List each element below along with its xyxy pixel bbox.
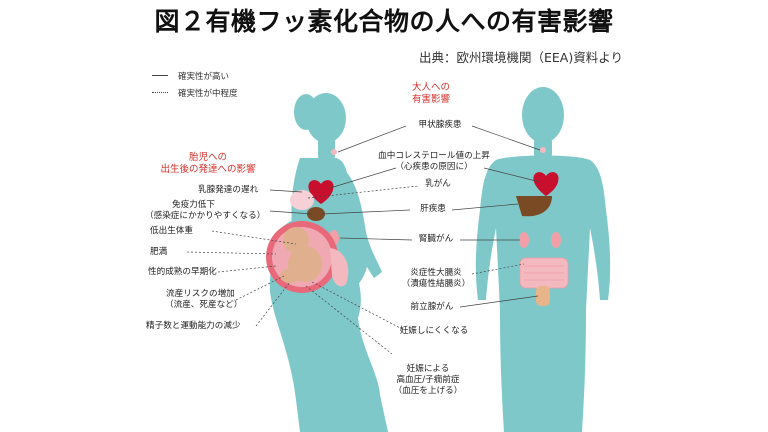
female-liver: [307, 207, 325, 221]
effect-sperm-decline: 精子数と運動能力の減少: [146, 321, 241, 331]
adult-heading-line1: 大人への: [411, 82, 450, 93]
male-heart: [533, 172, 559, 196]
effect-prostate-cancer: 前立腺がん: [410, 302, 454, 312]
female-neck: [318, 138, 335, 160]
source-note: 出典：欧州環境機関（EEA)資料より: [419, 50, 623, 65]
diagram-title: 図２有機フッ素化合物の人への有害影響: [154, 7, 614, 36]
connector-breast-cancer: [307, 185, 419, 199]
effect-liver-disease: 肝疾患: [420, 204, 446, 214]
connector-breast-dev: [269, 189, 303, 193]
effect-fertility-decline: 妊娠しにくくなる: [399, 326, 469, 336]
effect-obesity: 肥満: [150, 247, 168, 257]
female-intestine: [330, 248, 349, 287]
connector-prostate: [459, 295, 539, 308]
female-heart: [308, 180, 334, 204]
effect-immunity-note: （感染症にかかりやすくなる）: [145, 211, 266, 221]
connector-thyroid-m: [471, 125, 541, 151]
effect-pregnancy-label: 妊娠による: [406, 364, 450, 374]
effect-breast-development: 乳腺発達の遅れ: [198, 185, 259, 195]
connector-fertility: [311, 281, 405, 331]
connector-obesity: [186, 251, 277, 255]
connector-thyroid-f: [337, 125, 407, 153]
connector-colitis: [471, 263, 525, 275]
male-prostate: [536, 286, 550, 306]
effect-low-birth-weight: 低出生体重: [150, 226, 193, 236]
effect-miscarriage-risk: 流産リスクの増加: [166, 289, 235, 299]
fetus: [280, 227, 322, 283]
effect-colitis-note: （潰瘍性結腸炎）: [401, 279, 471, 289]
connector-liver-f: [321, 209, 411, 215]
connector-chol-f: [329, 167, 397, 189]
female-arm-right: [340, 170, 382, 278]
effect-immunity-decline: 免疫力低下: [172, 200, 215, 210]
connector-kidney-f: [339, 237, 413, 241]
connector-miscarriage: [235, 275, 285, 301]
effect-thyroid-disease: 甲状腺疾患: [418, 120, 462, 130]
legend-solid-line: [152, 75, 168, 76]
connector-sperm: [255, 281, 291, 327]
male-thyroid: [540, 147, 546, 153]
adult-heading: 大人への 有害影響: [394, 82, 468, 106]
female-breast: [290, 190, 314, 210]
connector-immunity: [269, 210, 313, 215]
male-intestine: [519, 257, 569, 289]
effect-early-puberty: 性的成熟の早期化: [148, 267, 217, 277]
effect-colitis: 炎症性大腸炎: [410, 268, 462, 278]
effect-cholesterol-note: （心疾患の原因に）: [395, 162, 473, 172]
connector-lines: [186, 125, 541, 355]
female-hair-bun: [294, 94, 318, 130]
female-thyroid: [331, 149, 337, 155]
legend-medium: 確実性が中程度: [178, 89, 238, 99]
legend-high: 確実性が高い: [178, 72, 230, 82]
male-kidney-right: [551, 232, 561, 248]
male-head: [522, 87, 564, 143]
fetus-leg: [280, 269, 300, 283]
fetal-heading-line2: 出生後の発達への影響: [160, 164, 256, 175]
effect-preeclampsia: 高血圧/子癇前症: [396, 375, 460, 385]
effect-cholesterol: 血中コレステロール値の上昇: [378, 151, 490, 161]
connector-liver-m: [451, 203, 519, 211]
legend-dotted-line: [152, 92, 168, 93]
male-kidney-left: [519, 232, 529, 248]
fetal-heading: 胎児への 出生後の発達への影響: [142, 152, 274, 176]
adult-heading-line2: 有害影響: [411, 94, 450, 105]
fetal-heading-line1: 胎児への: [188, 152, 227, 163]
effect-breast-cancer: 乳がん: [425, 179, 451, 189]
effect-kidney-cancer: 腎臓がん: [418, 234, 454, 244]
male-liver: [516, 196, 552, 217]
effect-miscarriage-note: （流産、死産など）: [165, 300, 243, 310]
connector-puberty: [217, 265, 277, 273]
connector-chol-m: [483, 167, 541, 183]
effect-preeclampsia-note: （血圧を上げる）: [393, 386, 463, 396]
